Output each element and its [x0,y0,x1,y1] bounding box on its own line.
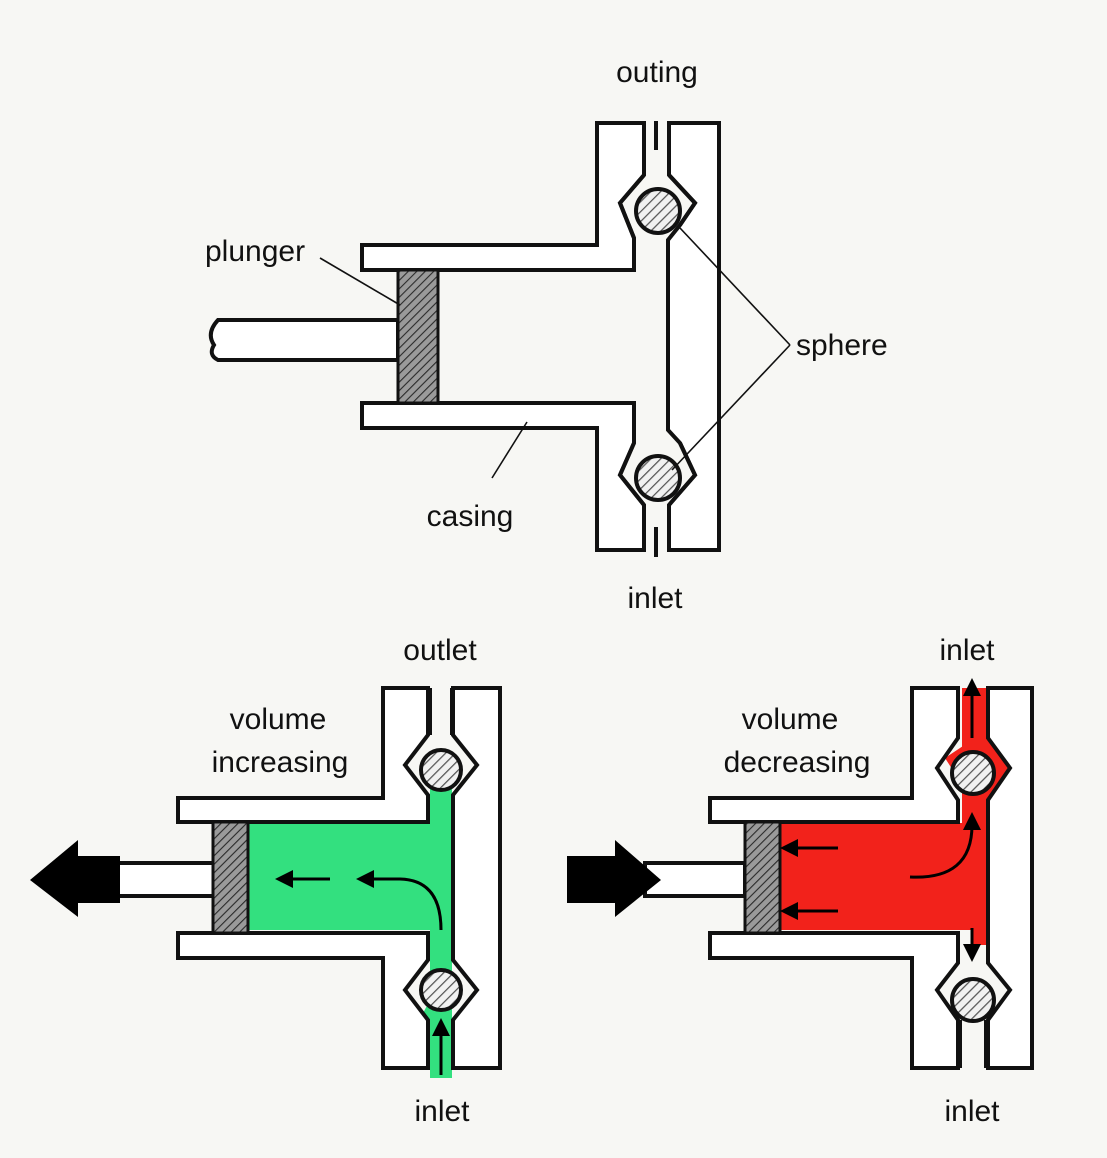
top-piston-rod [208,318,400,362]
top-plunger [396,268,440,405]
top-diagram: outing plunger sphere casing inlet [205,56,888,615]
suction-fluid [248,768,452,1078]
top-upper-sphere [634,187,682,235]
label-casing: casing [427,500,514,533]
top-casing-lower-wall [360,401,646,552]
plunger-leader-line [319,257,401,306]
suction-piston-rod [116,861,216,898]
label-suction-inlet: inlet [414,1095,470,1128]
top-upper-valve-seat [617,173,698,239]
discharge-plunger [743,820,782,935]
discharge-direction-arrow [567,840,661,917]
discharge-stroke-diagram: inlet volume decreasing inlet [567,634,1034,1128]
label-plunger: plunger [205,235,305,268]
casing-leader-line [491,421,528,479]
suction-plunger [211,820,250,935]
label-discharge-inlet-top: inlet [939,634,995,667]
suction-inlet-sphere [419,968,463,1012]
suction-outlet-sphere [419,748,463,792]
top-lower-valve-seat [617,442,698,507]
discharge-casing-lower-wall [708,931,960,1070]
discharge-casing-right-wall [986,686,1034,1070]
suction-casing-lower-wall [176,931,430,1070]
suction-casing-upper-wall [176,686,430,824]
discharge-inlet-sphere [950,977,996,1023]
label-volume-increasing-line1: volume [230,703,327,736]
label-volume-increasing-line2: increasing [212,746,349,779]
discharge-fluid [780,688,1008,945]
suction-casing-right-wall [451,686,502,1070]
suction-flow-arrows [275,870,450,1075]
sphere-leader-line-upper [679,227,791,346]
label-top-inlet: inlet [627,582,683,615]
label-outlet: outlet [403,634,477,667]
sphere-leader-line-lower [671,344,791,471]
top-casing-upper-wall [360,121,646,272]
suction-direction-arrow [30,840,120,917]
suction-stroke-diagram: outlet volume increasing inlet [30,634,502,1128]
discharge-flow-arrows [780,678,981,962]
label-outing: outing [616,56,698,89]
label-volume-decreasing-line2: decreasing [724,746,871,779]
label-volume-decreasing-line1: volume [742,703,839,736]
discharge-outlet-sphere [950,750,996,796]
label-sphere: sphere [796,329,888,362]
top-lower-sphere [634,454,682,502]
discharge-casing-upper-wall [708,686,960,824]
label-discharge-inlet-bottom: inlet [944,1095,1000,1128]
